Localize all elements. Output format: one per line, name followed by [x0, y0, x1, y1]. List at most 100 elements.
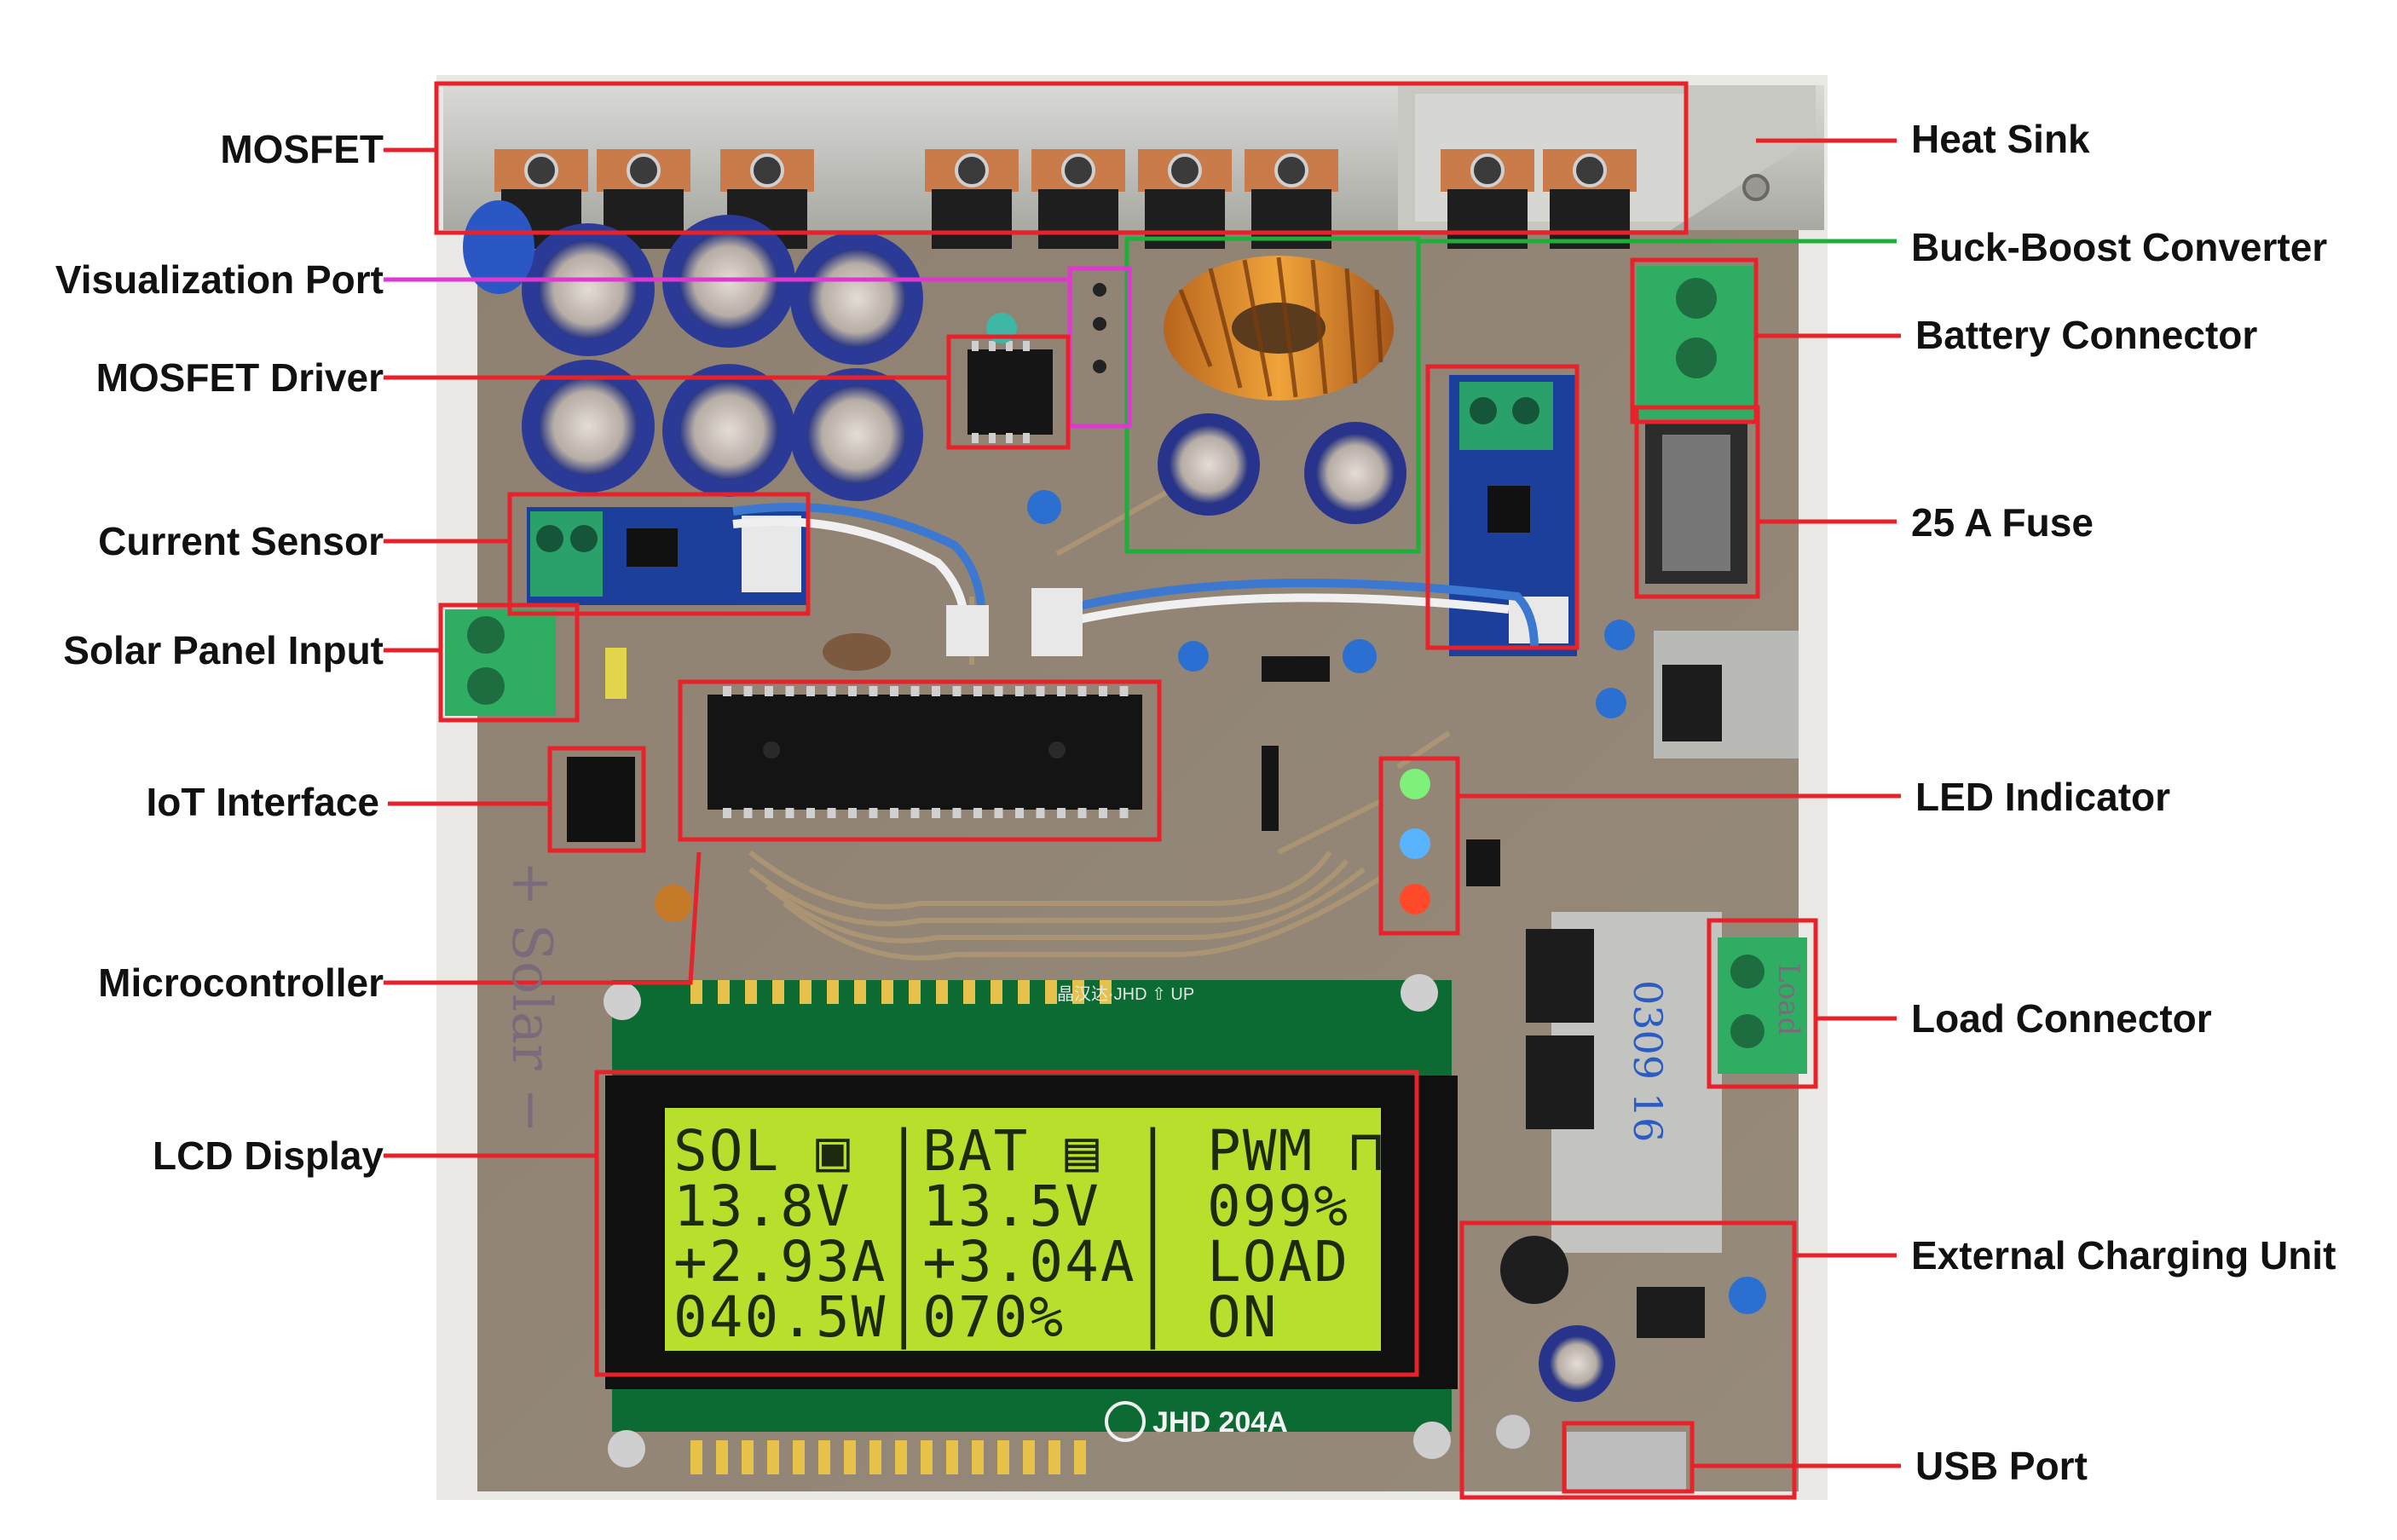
- capacitor-top: [679, 381, 778, 480]
- label-load-connector: Load Connector: [1911, 996, 2212, 1041]
- lcd-row-1: SOL ▣ |BAT ▤ | PWM ⊓: [673, 1118, 1385, 1184]
- box-external-charging: [1459, 1220, 1797, 1500]
- mcu-pin-bottom: [932, 808, 940, 818]
- mcu-pin-bottom: [848, 808, 857, 818]
- label-battery-connector: Battery Connector: [1915, 313, 2258, 357]
- mcu-pin-top: [827, 686, 836, 696]
- lcd-pin-top: [1045, 980, 1057, 1004]
- mosfet-body: [1447, 189, 1528, 249]
- mcu-pin-top: [1057, 686, 1066, 696]
- cable-header-1: [946, 605, 989, 656]
- bulk-capacitors: [522, 215, 923, 501]
- label-microcontroller: Microcontroller: [98, 960, 384, 1005]
- lcd-pin-top: [772, 980, 784, 1004]
- label-solar-panel-input: Solar Panel Input: [63, 628, 384, 672]
- lcd-row-2: 13.8V |13.5V | 099%: [673, 1174, 1349, 1239]
- capacitor-top: [807, 385, 906, 484]
- mosfet-screw: [524, 153, 558, 187]
- blade-fuse: [1645, 422, 1747, 584]
- mcu-pin-bottom: [994, 808, 1003, 818]
- lcd-pin-bottom: [997, 1440, 1009, 1474]
- lcd-pin-bottom: [946, 1440, 958, 1474]
- heat-sink-art: [443, 85, 1824, 249]
- mcu-pin-bottom: [910, 808, 920, 818]
- box-solar-input: [438, 603, 580, 723]
- heatsink-number: 0309 16: [1625, 980, 1671, 1143]
- misc-components: [605, 490, 1635, 922]
- lcd-pin-top: [909, 980, 921, 1004]
- label-visualization-port: Visualization Port: [55, 257, 384, 302]
- mcu-pin-bottom: [806, 808, 815, 818]
- capacitor-top: [807, 249, 906, 348]
- lcd-pin-bottom: [844, 1440, 856, 1474]
- lcd-pin-top: [963, 980, 975, 1004]
- mcu-pin-bottom: [952, 808, 962, 818]
- mcu-pin-bottom: [890, 808, 898, 818]
- mcu-pin-top: [932, 686, 940, 696]
- mcu-pin-top: [785, 686, 794, 696]
- handwritten-solar: + Solar −: [500, 861, 563, 1133]
- cable-header-2: [1031, 588, 1083, 656]
- label-iot-interface: IoT Interface: [146, 780, 379, 824]
- mcu-pin-top: [910, 686, 920, 696]
- box-mosfet-driver: [946, 334, 1071, 450]
- lcd-row-3: +2.93A|+3.04A| LOAD: [673, 1229, 1349, 1295]
- mosfet-body: [1550, 189, 1630, 249]
- mcu-pin-bottom: [723, 808, 731, 818]
- lcd-pin-bottom: [1074, 1440, 1086, 1474]
- lcd-pin-bottom: [716, 1440, 728, 1474]
- lcd-pin-top: [800, 980, 812, 1004]
- mcu-pin-bottom: [1119, 808, 1129, 818]
- lcd-module: [604, 974, 1458, 1474]
- mcu-pin-top: [765, 686, 773, 696]
- mcu-pin-bottom: [869, 808, 878, 818]
- mosfet-screw: [1573, 153, 1607, 187]
- iot-header: [567, 757, 635, 842]
- mcu-pin-top: [743, 686, 753, 696]
- label-mosfet-driver: MOSFET Driver: [95, 355, 384, 400]
- label-buck-boost-converter: Buck-Boost Converter: [1911, 225, 2328, 269]
- box-battery-connector: [1630, 257, 1759, 424]
- mcu-pin-bottom: [1099, 808, 1107, 818]
- mcu-pin-top: [952, 686, 962, 696]
- current-sensor-module-left: [527, 507, 808, 605]
- lcd-pin-bottom: [1023, 1440, 1035, 1474]
- mcu-pin-bottom: [1077, 808, 1087, 818]
- lcd-pin-bottom: [793, 1440, 805, 1474]
- mosfet-body: [1038, 189, 1118, 249]
- lcd-pin-bottom: [742, 1440, 754, 1474]
- toroid-inductor: [1164, 256, 1394, 401]
- mcu-pin-top: [1015, 686, 1024, 696]
- lcd-pin-top: [827, 980, 839, 1004]
- lcd-pin-bottom: [1048, 1440, 1060, 1474]
- lcd-pin-top: [745, 980, 757, 1004]
- lcd-pin-top: [881, 980, 893, 1004]
- box-buck-boost: [1124, 236, 1421, 554]
- mcu-pin-bottom: [973, 808, 982, 818]
- mcu-pin-top: [890, 686, 898, 696]
- label-fuse: 25 A Fuse: [1911, 500, 2094, 545]
- battery-terminal: [1637, 266, 1756, 419]
- mosfet-screw: [1168, 153, 1202, 187]
- mcu-pin-top: [994, 686, 1003, 696]
- box-fuse: [1634, 405, 1760, 599]
- copper-traces: [748, 475, 1451, 960]
- mcu-pin-bottom: [1057, 808, 1066, 818]
- visualization-pins: [1093, 283, 1106, 373]
- mcu-pin-top: [848, 686, 857, 696]
- lcd-pin-top: [1018, 980, 1030, 1004]
- lcd-pin-top: [854, 980, 866, 1004]
- mcu-pin-top: [869, 686, 878, 696]
- box-microcontroller: [678, 679, 1162, 842]
- charging-unit-parts: [1496, 1236, 1766, 1491]
- mcu-pin-top: [806, 686, 815, 696]
- lcd-model-text: JHD 204A: [1152, 1406, 1288, 1439]
- lcd-pin-top: [991, 980, 1002, 1004]
- mcu-pin-bottom: [827, 808, 836, 818]
- label-current-sensor: Current Sensor: [98, 519, 384, 563]
- box-current-sensor-right: [1425, 364, 1580, 650]
- mcu-pin-top: [723, 686, 731, 696]
- lcd-pin-top: [1100, 980, 1112, 1004]
- mcu-pin-bottom: [765, 808, 773, 818]
